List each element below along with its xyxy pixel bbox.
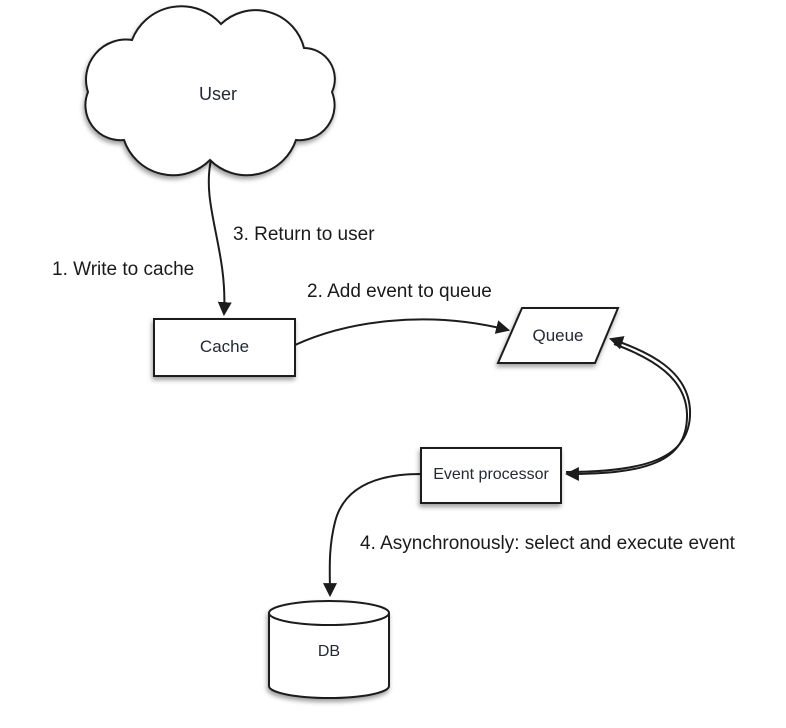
db-cylinder-shape <box>268 600 390 699</box>
edge-event-processor-to-db <box>322 473 422 598</box>
cache-node-label: Cache <box>199 337 250 356</box>
edge-event-processor-to-queue <box>565 336 692 473</box>
annotation-step-2: 2. Add event to queue <box>307 281 492 302</box>
db-cylinder-rim <box>268 612 390 626</box>
edge-user-to-cache <box>207 159 232 317</box>
edge-cache-to-queue <box>294 318 511 346</box>
cache-box-shape <box>153 318 296 377</box>
annotation-step-3: 3. Return to user <box>233 224 375 245</box>
annotation-step-1: 1. Write to cache <box>52 259 195 280</box>
user-node-label: User <box>198 84 237 104</box>
event-processor-node-label: Event processor <box>433 466 549 483</box>
db-node-label: DB <box>317 643 341 660</box>
user-cloud-shape <box>84 5 336 177</box>
queue-parallelogram-shape <box>496 307 620 364</box>
event-processor-box-shape <box>420 447 562 504</box>
annotation-step-4: 4. Asynchronously: select and execute ev… <box>360 533 735 554</box>
queue-node-label: Queue <box>532 326 584 345</box>
edge-queue-to-event-processor <box>564 343 689 481</box>
